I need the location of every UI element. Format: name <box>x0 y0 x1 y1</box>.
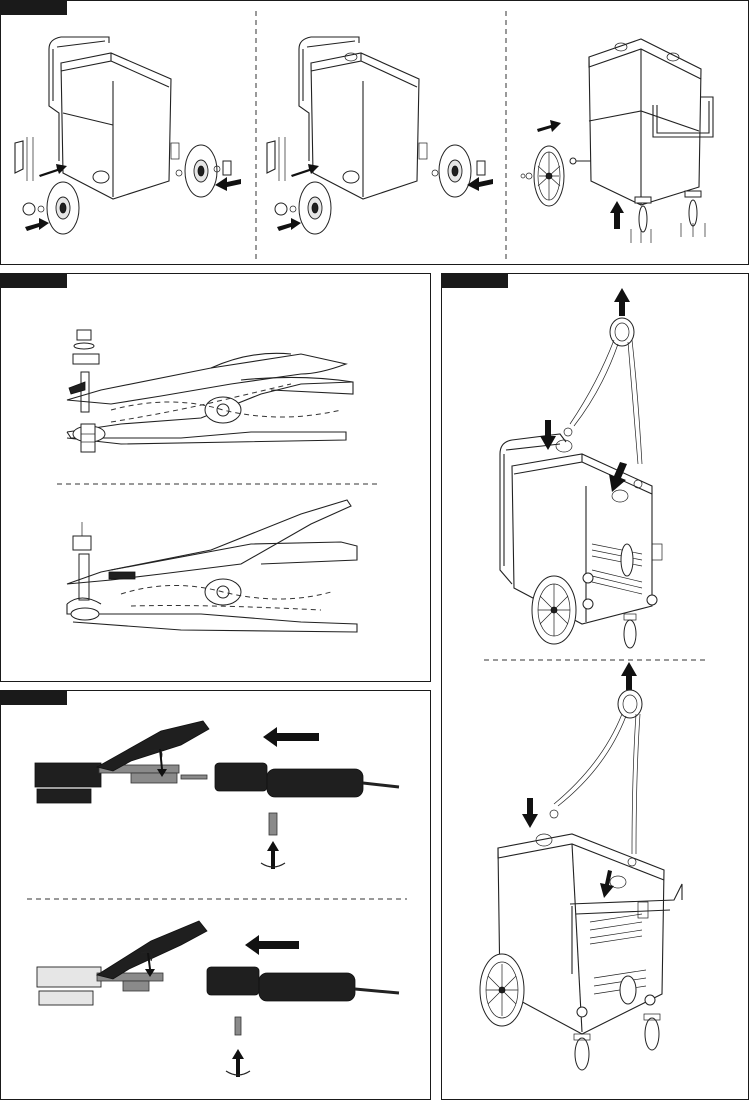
bracket-view-1 <box>15 137 33 181</box>
arrow-right-icon <box>291 164 319 177</box>
figure-ground-clamp-assembly <box>0 273 431 682</box>
electrode-holder-exploded <box>35 721 399 869</box>
ground-clamp-assembled <box>67 500 357 632</box>
arrow-down-icon <box>609 462 627 492</box>
casters-lower <box>574 1014 660 1070</box>
arrow-right-icon <box>25 218 49 231</box>
wheel-assembly-drawing <box>1 1 749 266</box>
welder-body-view-3 <box>571 39 713 205</box>
arrow-right-icon <box>277 218 301 231</box>
arrow-left-icon <box>245 935 299 955</box>
electrode-holder-drawing <box>1 691 432 1101</box>
wheel-right-view-1 <box>176 145 231 197</box>
casters-view-3 <box>631 191 705 243</box>
figure-electrode-holder-assembly <box>0 690 431 1100</box>
figure-wheel-assembly <box>0 0 749 265</box>
welder-body-view-2 <box>299 37 427 199</box>
arrow-up-icon <box>610 201 624 229</box>
arrow-up-icon <box>232 1049 244 1077</box>
arrow-left-icon <box>467 177 493 191</box>
arrow-up-icon <box>614 288 630 316</box>
lifting-drawing <box>442 274 749 1101</box>
arrow-left-icon <box>215 177 241 191</box>
lifting-chain-lower <box>550 690 642 866</box>
lifting-chain-upper <box>564 318 642 488</box>
arrow-up-icon <box>621 662 637 690</box>
wheel-view-3 <box>521 146 576 206</box>
welder-body-view-1 <box>49 37 179 199</box>
wheel-upper <box>532 576 576 644</box>
ground-clamp-exploded <box>67 330 353 452</box>
ground-clamp-drawing <box>1 274 432 683</box>
figure-lifting <box>441 273 749 1100</box>
wheel-lower <box>480 954 524 1026</box>
arrow-down-icon <box>522 798 538 828</box>
caster-upper <box>624 614 636 648</box>
arrow-up-icon <box>267 841 279 869</box>
bracket-view-2 <box>267 137 285 181</box>
welder-lower <box>498 834 682 1034</box>
arrow-right-icon <box>537 120 561 132</box>
arrow-left-icon <box>263 727 319 747</box>
arrow-down-icon <box>600 870 614 898</box>
electrode-holder-assembled <box>37 921 399 1077</box>
